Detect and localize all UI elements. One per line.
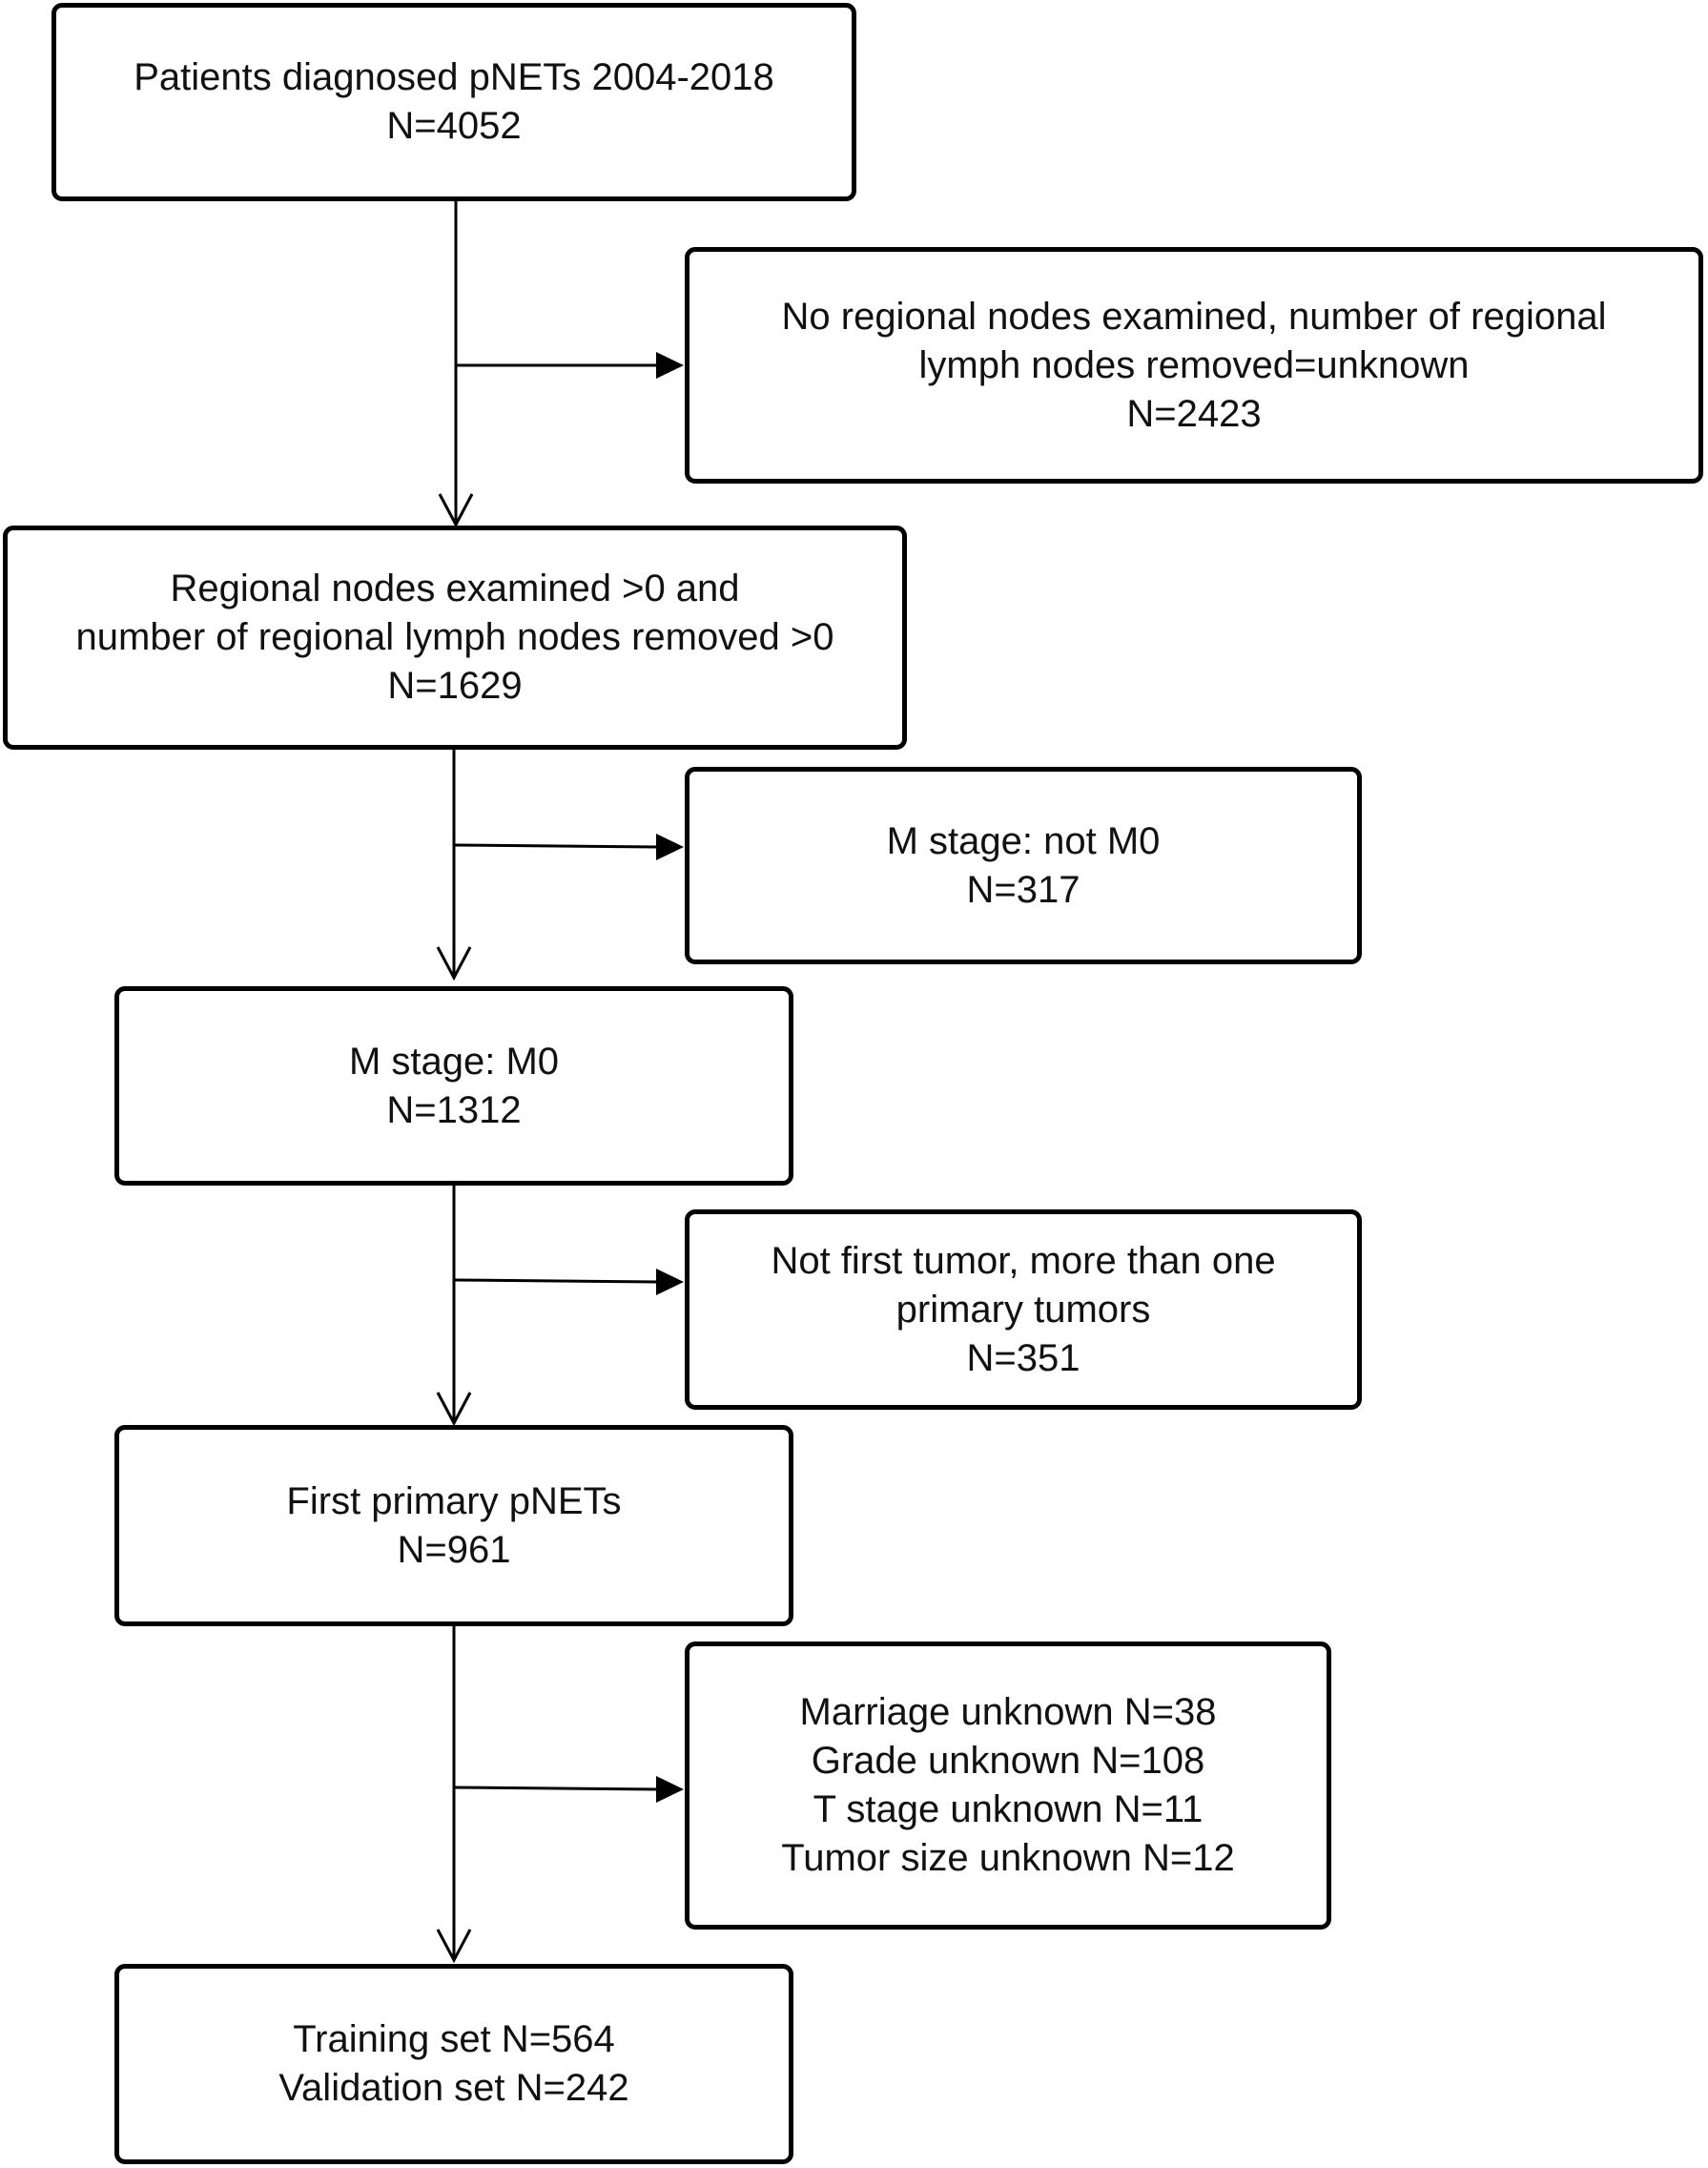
- box-text-line: Patients diagnosed pNETs 2004-2018: [134, 56, 774, 98]
- box-text-line: Regional nodes examined >0 and: [170, 568, 740, 609]
- box-text-line: Not first tumor, more than one: [771, 1239, 1276, 1282]
- edge-nodes-examined-to-excluded-m-stage: [453, 834, 684, 860]
- box-text-line: N=4052: [386, 105, 522, 147]
- box-text-line: T stage unknown N=11: [813, 1788, 1204, 1830]
- box-text-line: Validation set N=242: [278, 2067, 629, 2109]
- box-text-line: N=961: [397, 1528, 511, 1571]
- edge-m0-to-excluded-not-first: [453, 1269, 684, 1295]
- box-final-sets: Training set N=564 Validation set N=242: [114, 1964, 793, 2164]
- box-m0: M stage: M0 N=1312: [114, 986, 793, 1186]
- edge-all-patients-to-nodes-examined: [438, 200, 474, 528]
- box-first-primary: First primary pNETs N=961: [114, 1425, 793, 1626]
- edge-first-primary-to-excluded-unknown: [453, 1776, 684, 1803]
- box-all-patients: Patients diagnosed pNETs 2004-2018 N=405…: [51, 3, 856, 201]
- box-excluded-nodes: No regional nodes examined, number of re…: [685, 247, 1703, 484]
- box-text-line: Training set N=564: [293, 2018, 615, 2060]
- box-text-line: N=1629: [387, 665, 523, 707]
- box-excluded-not-first: Not first tumor, more than one primary t…: [685, 1209, 1362, 1410]
- box-text-line: M stage: not M0: [886, 819, 1161, 862]
- box-text-line: No regional nodes examined, number of re…: [781, 295, 1607, 338]
- box-nodes-examined: Regional nodes examined >0 and number of…: [3, 526, 907, 750]
- edge-m0-to-first-primary: [436, 1183, 472, 1427]
- edge-all-patients-to-excluded-nodes: [456, 352, 684, 379]
- box-text-line: Marriage unknown N=38: [799, 1691, 1217, 1733]
- box-text-line: M stage: M0: [348, 1040, 560, 1083]
- box-text-line: N=2423: [1126, 392, 1262, 435]
- edge-first-primary-to-final-sets: [436, 1623, 472, 1964]
- box-text-line: primary tumors: [895, 1288, 1151, 1331]
- box-excluded-m-stage: M stage: not M0 N=317: [685, 767, 1362, 964]
- box-text-line: N=1312: [386, 1088, 522, 1131]
- box-text-line: Grade unknown N=108: [811, 1740, 1205, 1782]
- box-text-line: number of regional lymph nodes removed >…: [75, 616, 834, 658]
- box-text-line: First primary pNETs: [286, 1479, 622, 1522]
- box-text-line: lymph nodes removed=unknown: [918, 343, 1470, 386]
- box-text-line: N=351: [966, 1336, 1080, 1379]
- edge-nodes-examined-to-m0: [436, 749, 472, 981]
- box-excluded-unknown: Marriage unknown N=38 Grade unknown N=10…: [685, 1641, 1331, 1930]
- box-text-line: N=317: [966, 868, 1080, 911]
- box-text-line: Tumor size unknown N=12: [781, 1837, 1235, 1879]
